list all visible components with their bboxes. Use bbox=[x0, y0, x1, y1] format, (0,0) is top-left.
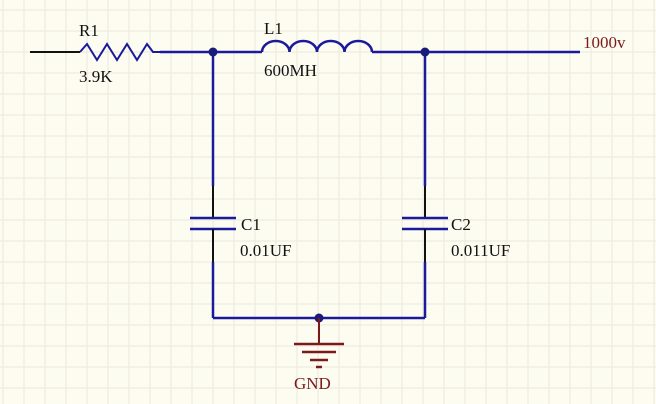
wires bbox=[160, 50, 580, 320]
l1-designator: L1 bbox=[264, 19, 283, 38]
junction-dot[interactable] bbox=[420, 47, 430, 57]
c2-value: 0.011UF bbox=[451, 241, 510, 260]
junction-dot[interactable] bbox=[208, 47, 218, 57]
r1-designator: R1 bbox=[79, 21, 99, 40]
junctions bbox=[208, 47, 430, 323]
resistor-r1[interactable]: R1 3.9K bbox=[30, 21, 160, 86]
capacitor-c1[interactable]: C1 0.01UF bbox=[190, 186, 291, 262]
inductor-coil bbox=[260, 39, 374, 53]
c1-value: 0.01UF bbox=[240, 241, 291, 260]
ground-net-label: GND bbox=[294, 374, 331, 393]
c2-designator: C2 bbox=[451, 215, 471, 234]
capacitor-c2[interactable]: C2 0.011UF bbox=[402, 186, 510, 262]
l1-value: 600MH bbox=[264, 61, 317, 80]
c1-designator: C1 bbox=[241, 215, 261, 234]
r1-value: 3.9K bbox=[79, 67, 113, 86]
output-net-label: 1000v bbox=[583, 33, 626, 52]
resistor-zigzag bbox=[79, 42, 160, 62]
ground-symbol[interactable]: GND bbox=[294, 318, 344, 393]
inductor-l1[interactable]: L1 600MH bbox=[260, 19, 374, 80]
